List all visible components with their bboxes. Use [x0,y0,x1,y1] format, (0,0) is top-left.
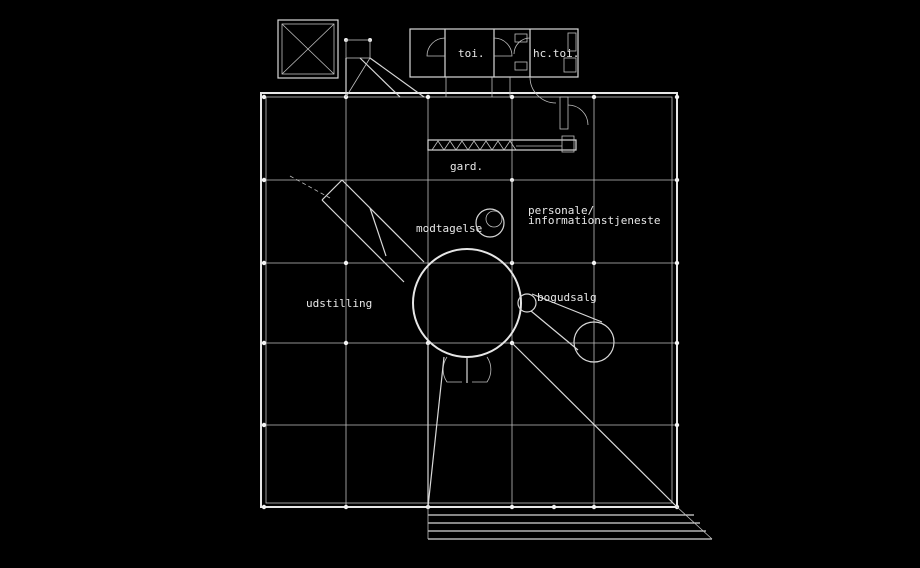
outer-walls [260,92,678,508]
reception-label: modtagelse [416,222,482,235]
toilet-block: toi. hc.toi. [409,28,579,104]
staff-label-line1: personale/ [528,204,594,217]
reception-rotunda: modtagelse [412,222,522,508]
bookshop-label: bogudsalg [537,291,597,304]
column-dots [261,38,680,510]
bookshop: bogudsalg [517,291,615,363]
entrance-ramp [345,39,425,98]
entrance-steps [427,506,713,540]
exhibition-label: udstilling [306,297,372,310]
skylight-box [277,19,339,79]
staff-partition: personale/ informationstjeneste [475,180,660,263]
toilet-label: toi. [458,47,485,60]
wardrobe-label: gard. [450,160,483,173]
diagonal-wall [427,342,678,508]
service-door [559,96,589,130]
staff-label-line2: informationstjeneste [528,214,660,227]
hc-toilet-label: hc.toi. [533,47,579,60]
wardrobe: gard. [427,135,577,173]
diagonal-display [289,175,425,283]
